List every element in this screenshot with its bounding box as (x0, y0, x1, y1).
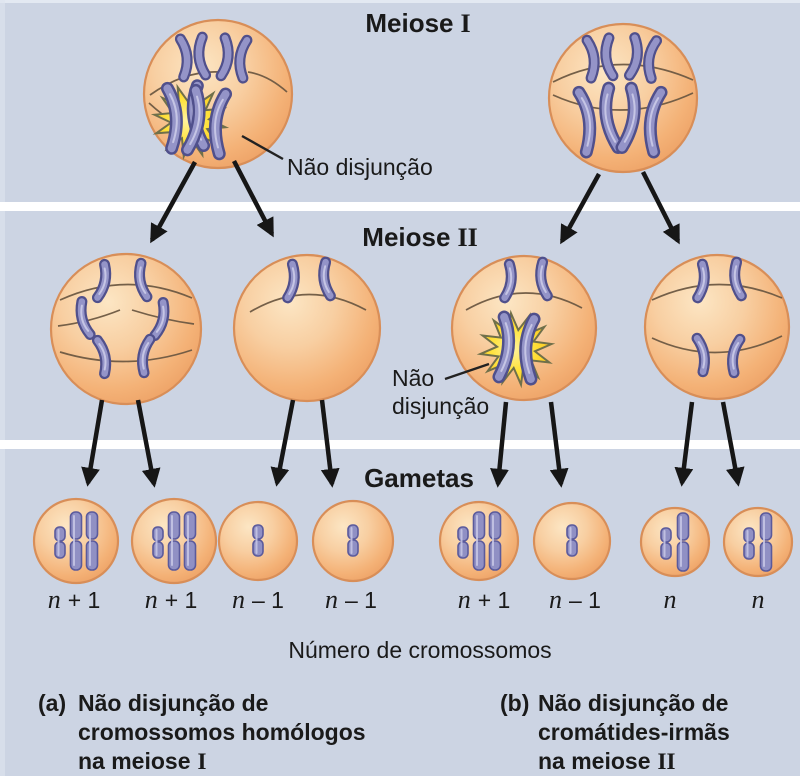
gamete-cell-6 (532, 501, 612, 581)
chromosome (660, 527, 672, 560)
arrow (560, 172, 601, 245)
spindle-fiber (247, 71, 288, 93)
caption-b-line1: (b)Não disjunção de (500, 690, 728, 716)
chromosome (152, 526, 164, 559)
arrow (674, 401, 695, 487)
cell-membrane (643, 253, 791, 401)
gamete-label-4: n– 1 (325, 585, 377, 614)
pointer-line-nondisjunction-a (241, 134, 284, 161)
arrow (319, 399, 340, 488)
gamete-label-2: n+ 1 (145, 585, 198, 614)
meiose2-cell-2 (232, 253, 382, 403)
gamete-label-6: n– 1 (549, 585, 601, 614)
caption-b: (b)Não disjunção de cromátides-irmãs na … (500, 690, 730, 774)
cell-membrane (722, 506, 794, 578)
chromosome (54, 526, 66, 559)
caption-a: (a)Não disjunção de cromossomos homólogo… (38, 690, 366, 774)
gamete-cell-2 (130, 497, 218, 585)
gamete-label-3: n– 1 (232, 585, 284, 614)
caption-b-line2: cromátides-irmãs (538, 719, 730, 745)
arrow (81, 399, 105, 487)
chromatid (698, 264, 707, 298)
arrows-meiose1-to-meiose2 (150, 159, 681, 245)
chromosome-number-label: Número de cromossomos (288, 637, 551, 663)
arrow (232, 159, 274, 238)
top-edge-strip (0, 0, 800, 3)
meiose2-cell-4 (643, 253, 791, 401)
bottom-edge-strip (0, 776, 800, 783)
divider-meiose1-meiose2 (0, 202, 800, 211)
nondisjunction-label-b-line2: disjunção (392, 393, 489, 419)
cell-membrane (49, 252, 203, 406)
arrow (640, 170, 681, 245)
spindle-fiber (552, 63, 694, 83)
gamete-cell-1 (32, 497, 120, 585)
gamete-cell-4 (311, 499, 395, 583)
gamete-label-1: n+ 1 (48, 585, 101, 614)
meiose2-cell-3 (450, 254, 598, 402)
arrow (490, 401, 509, 488)
gamete-cell-8 (722, 506, 794, 578)
chromosome (347, 524, 359, 557)
gamete-cell-3 (217, 500, 299, 582)
chromatid (137, 263, 147, 297)
spindle-fiber (57, 309, 121, 327)
parent-cell-b (547, 22, 699, 174)
arrow (548, 401, 569, 488)
gamete-cell-5 (438, 500, 520, 582)
chromosome (566, 524, 578, 557)
gametas-heading: Gametas (364, 463, 474, 493)
arrows-meiose2-to-gametas (81, 399, 745, 488)
spindle-fiber (249, 293, 367, 313)
spindle-fiber (465, 292, 583, 311)
arrow (270, 399, 296, 487)
nondisjunction-label-b-line1: Não (392, 365, 434, 391)
pointer-line-nondisjunction-b (444, 362, 490, 381)
chromosome (252, 524, 264, 557)
spindle-fiber (59, 349, 193, 363)
chromatid (539, 262, 548, 296)
chromatid (733, 262, 742, 296)
gamete-label-5: n+ 1 (458, 585, 511, 614)
spindle-fiber (651, 335, 783, 354)
chromatid (697, 338, 707, 372)
gamete-cell-7 (639, 506, 711, 578)
chromatid (322, 262, 331, 296)
gamete-label-8: n (752, 585, 765, 614)
cell-membrane (232, 253, 382, 403)
caption-a-line1: (a)Não disjunção de (38, 690, 268, 716)
spindle-fiber (651, 283, 783, 301)
cell-membrane (639, 506, 711, 578)
arrow (150, 160, 197, 244)
meiose2-cell-1 (49, 252, 203, 406)
spindle-fiber (552, 92, 694, 111)
spindle-fiber (59, 283, 193, 301)
arrow (720, 401, 745, 487)
parent-cell-a (142, 18, 294, 170)
chromatid (730, 339, 740, 373)
caption-a-line2: cromossomos homólogos (78, 719, 366, 745)
gamete-label-7: n (664, 585, 677, 614)
chromatid (288, 264, 297, 298)
nondisjunction-label-a: Não disjunção (287, 154, 433, 180)
left-edge-strip (0, 0, 5, 783)
chromatid (505, 264, 514, 298)
chromosome (743, 527, 755, 560)
arrow (135, 399, 161, 488)
divider-meiose2-gametas (0, 440, 800, 449)
chromatid (140, 339, 150, 373)
chromosome (457, 526, 469, 559)
